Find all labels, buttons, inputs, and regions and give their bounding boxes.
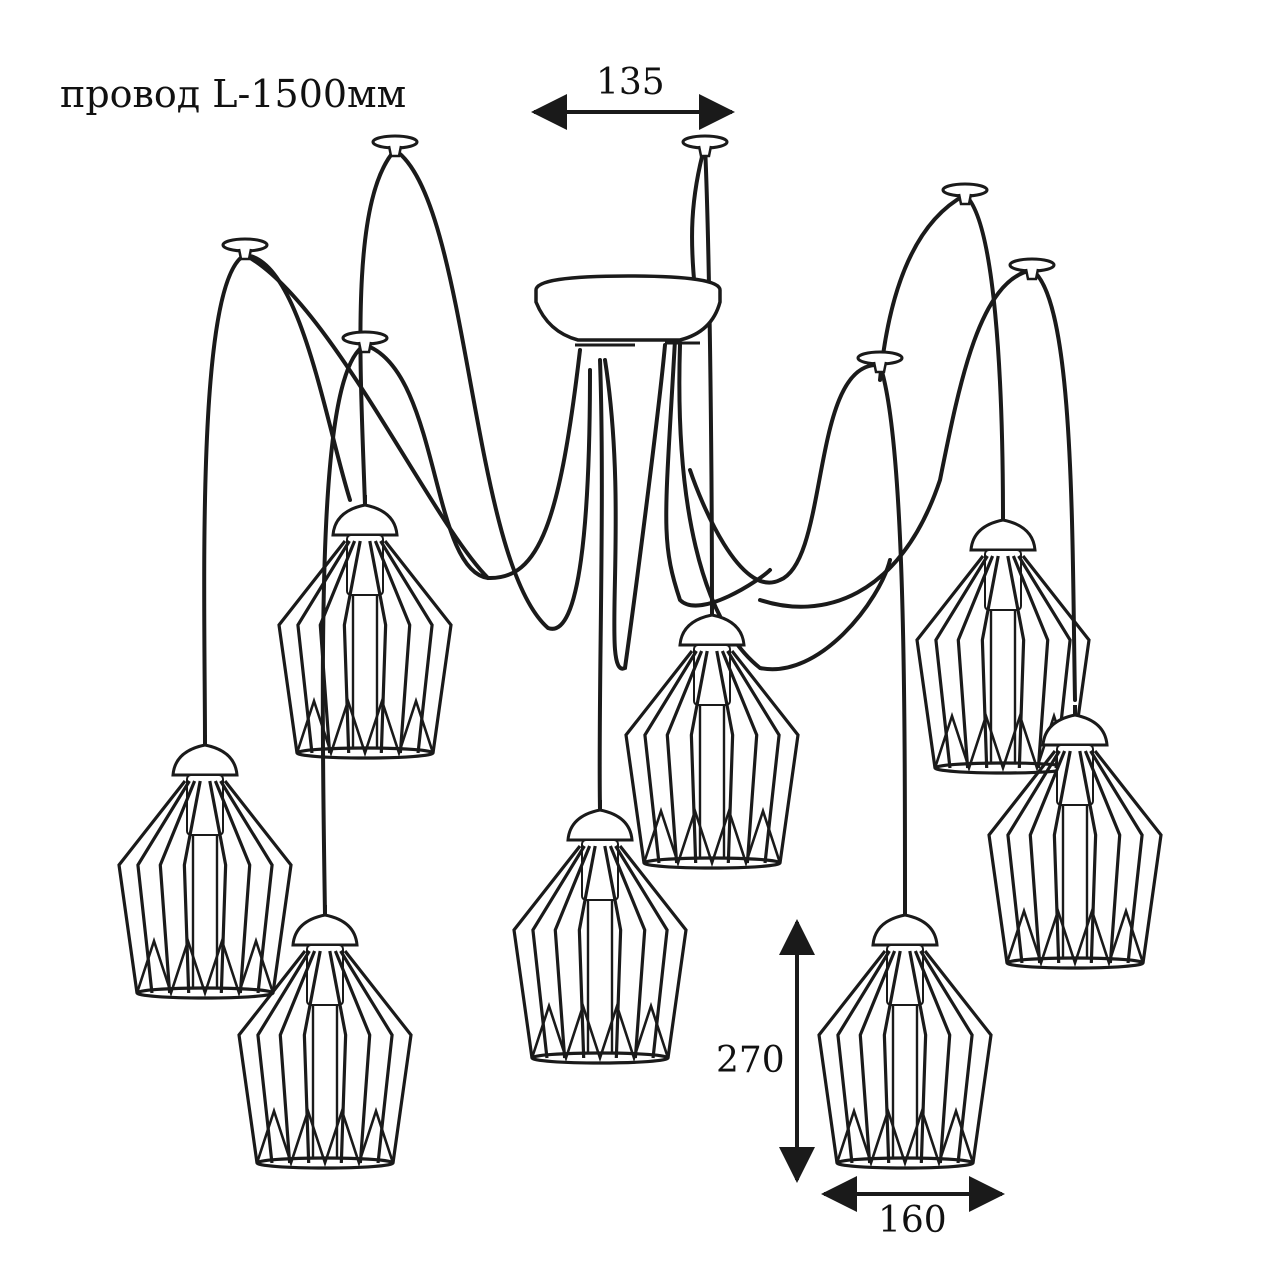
dimension-lines — [531, 94, 1005, 1212]
lamp-shades — [117, 495, 1163, 1170]
wire-3 — [243, 253, 490, 580]
wire-18 — [758, 268, 1034, 609]
ceiling-hook-4 — [941, 182, 989, 206]
ceiling-hook-5 — [1008, 257, 1056, 281]
lamp-shade-8 — [817, 905, 993, 1170]
wire-10 — [597, 358, 604, 812]
canopy-body — [534, 274, 722, 342]
shade-width-label: 160 — [878, 1200, 947, 1241]
wire-15 — [963, 193, 1005, 522]
lamp-shade-4 — [512, 800, 688, 1065]
lamp-shade-5 — [624, 605, 800, 870]
shade-height-label: 270 — [716, 1040, 785, 1081]
wire-17 — [878, 363, 907, 917]
wire-7 — [363, 343, 582, 581]
wire-19 — [1030, 268, 1077, 702]
ceiling-canopy — [534, 274, 722, 347]
ceiling-hook-3 — [681, 134, 729, 158]
wire-11 — [603, 343, 667, 671]
wire-5 — [393, 148, 592, 631]
ceiling-hook-1 — [221, 237, 269, 261]
canopy-cable-holders — [575, 341, 700, 347]
ceiling-hook-2 — [371, 134, 419, 158]
wire-length-label: провод L-1500мм — [60, 72, 407, 116]
lamp-shade-1 — [277, 495, 453, 760]
wire-16 — [688, 362, 882, 585]
lamp-shade-7 — [987, 705, 1163, 970]
wire-12 — [664, 338, 772, 608]
canopy-width-label: 135 — [596, 62, 665, 103]
lamp-shade-2 — [117, 735, 293, 1000]
wire-1 — [202, 253, 247, 747]
wire-9 — [703, 143, 714, 617]
ceiling-hook-6 — [341, 330, 389, 354]
wire-8 — [690, 143, 707, 292]
wire-6 — [320, 343, 367, 917]
ceiling-hooks — [221, 134, 1056, 374]
wire-4 — [358, 148, 397, 507]
wire-13 — [677, 343, 892, 672]
ceiling-hook-7 — [856, 350, 904, 374]
wire-2 — [243, 253, 352, 502]
lamp-shade-3 — [237, 905, 413, 1170]
